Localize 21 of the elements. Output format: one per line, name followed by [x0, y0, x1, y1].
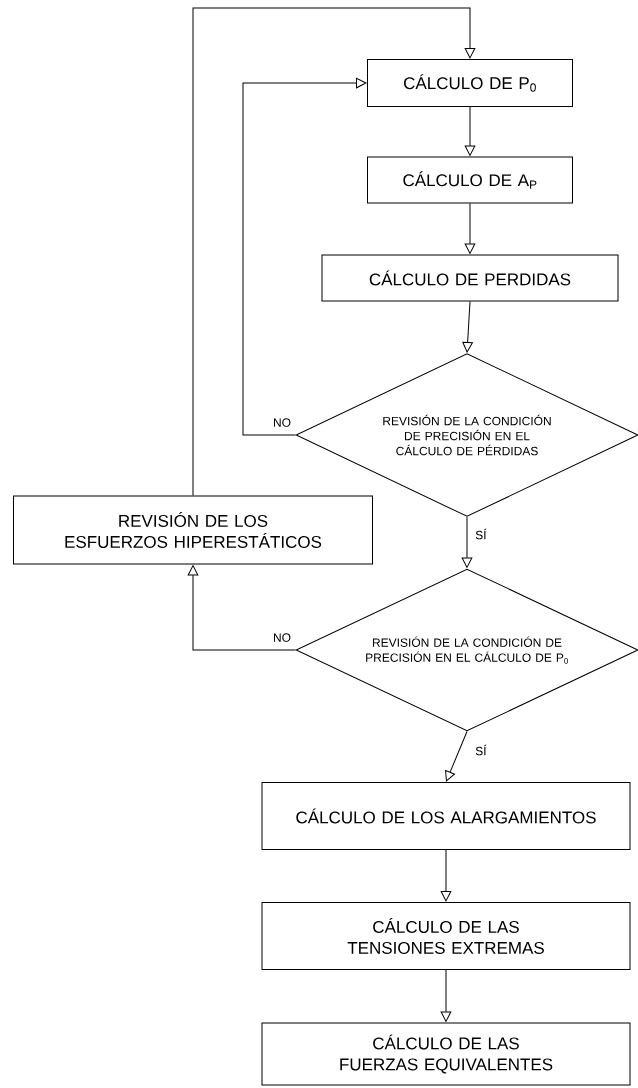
arrow	[464, 203, 476, 254]
process-box: CÁLCULO DE A$_{P}$	[367, 156, 573, 204]
process-box: CÁLCULO DE LAS FUERZAS EQUIVALENTES	[261, 1022, 631, 1086]
arrow	[440, 849, 452, 902]
edge-label: NO	[272, 417, 292, 428]
arrow	[187, 565, 296, 651]
process-box: REVISIÓN DE LOS ESFUERZOS HIPERESTÁTICOS	[13, 495, 373, 565]
process-box: CÁLCULO DE PERDIDAS	[321, 254, 619, 302]
edge-label: SÍ	[474, 743, 488, 757]
arrow	[461, 516, 473, 568]
arrow	[192, 7, 476, 496]
arrow	[440, 969, 452, 1022]
arrow	[445, 731, 468, 782]
arrow	[462, 301, 473, 353]
arrow	[242, 77, 367, 436]
edge-label: NO	[272, 632, 292, 643]
process-box: CÁLCULO DE LAS TENSIONES EXTREMAS	[261, 902, 631, 970]
arrow	[464, 106, 476, 156]
process-box: CÁLCULO DE LOS ALARGAMIENTOS	[261, 782, 631, 850]
process-box: CÁLCULO DE P$_{0}$	[367, 59, 573, 107]
edge-label: SÍ	[474, 527, 488, 541]
